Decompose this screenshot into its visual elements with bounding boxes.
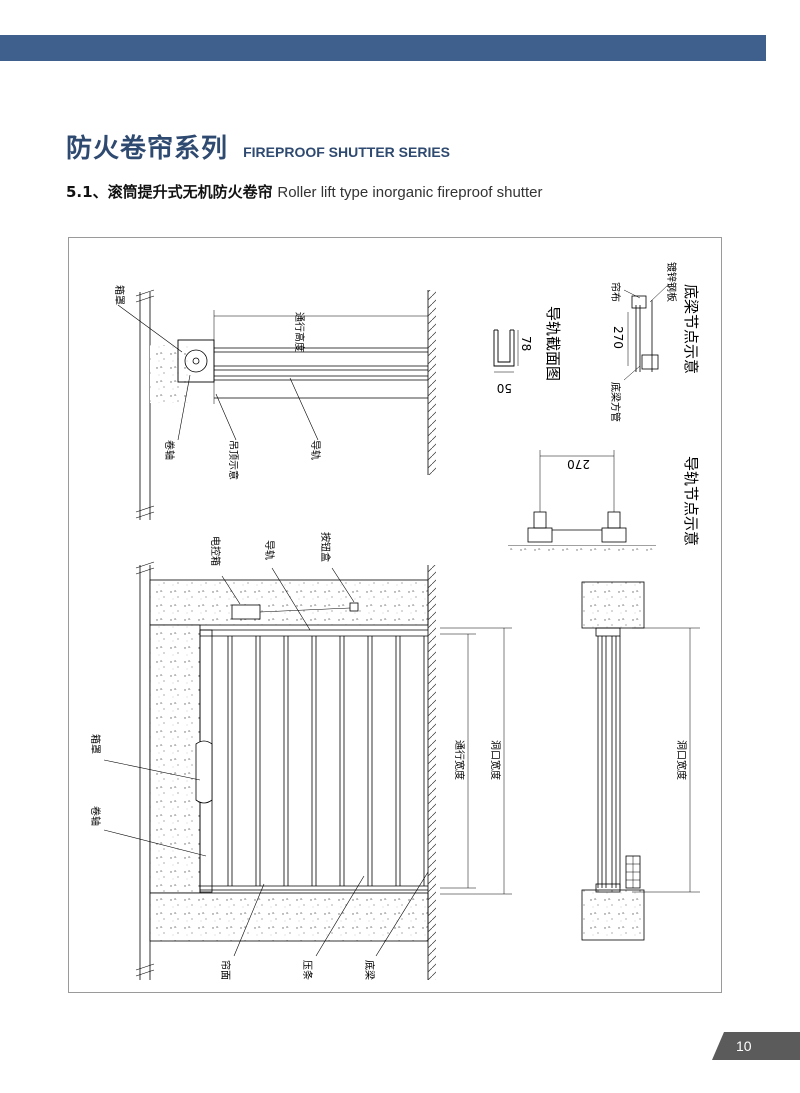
- rail-node: [508, 450, 656, 554]
- rail-section: [493, 329, 519, 373]
- label-curtain-cloth: 帘布: [609, 282, 622, 302]
- drawing-frame: [68, 237, 722, 993]
- subtitle-english: Roller lift type inorganic fireproof shu…: [277, 184, 543, 201]
- label-press-bar: 压条: [301, 960, 314, 980]
- front-elevation: [103, 561, 512, 980]
- page-title: 防火卷帘系列 FIREPROOF SHUTTER SERIES: [66, 128, 450, 165]
- label-box-cover-top: 箱罩: [113, 285, 126, 305]
- label-galvanized-plate: 镀锌钢板: [665, 262, 678, 302]
- subtitle-chinese: 5.1、滚筒提升式无机防火卷帘: [66, 183, 273, 201]
- label-bottom-square-tube: 底梁方管: [609, 382, 622, 422]
- title-chinese: 防火卷帘系列: [66, 134, 229, 164]
- label-passage-height-top: 通行高度: [293, 312, 306, 352]
- label-passage-width: 通行宽度: [453, 740, 466, 780]
- label-bottom-beam: 底梁: [363, 960, 376, 980]
- label-button-box: 按钮盒: [319, 532, 332, 562]
- dim-270-horizontal: 270: [567, 457, 590, 471]
- title-english: FIREPROOF SHUTTER SERIES: [243, 144, 451, 160]
- label-guide-rail-top: 导轨: [309, 440, 322, 460]
- bottom-beam-title: 底梁节点示意: [682, 284, 700, 374]
- page-number-tab: [712, 1032, 800, 1060]
- label-roller-shaft-top: 卷轴: [163, 440, 176, 460]
- label-control-box: 电控箱: [209, 536, 222, 566]
- top-section-view: [117, 289, 436, 520]
- label-opening-width: 洞口宽度: [489, 740, 502, 780]
- bottom-beam-node: [623, 284, 669, 381]
- page-number: 10: [736, 1038, 752, 1054]
- dim-270-vertical: 270: [611, 326, 625, 349]
- label-opening-height: 洞口宽度: [675, 740, 688, 780]
- label-guide-rail-front: 导轨: [263, 540, 276, 560]
- label-curtain-surface: 帘面: [219, 960, 232, 980]
- label-box-cover-front: 箱罩: [89, 734, 102, 754]
- section-subtitle: 5.1、滚筒提升式无机防火卷帘 Roller lift type inorgan…: [66, 181, 542, 202]
- label-roller-shaft-front: 卷轴: [89, 806, 102, 826]
- dim-50: 50: [497, 381, 512, 395]
- rail-node-title: 导轨节点示意: [682, 456, 700, 546]
- header-bar: [0, 35, 766, 61]
- label-hanging-top: 吊顶示意: [227, 440, 240, 480]
- rail-section-title: 导轨截面图: [544, 306, 562, 381]
- dim-78: 78: [519, 336, 533, 351]
- side-section-view: [581, 581, 700, 941]
